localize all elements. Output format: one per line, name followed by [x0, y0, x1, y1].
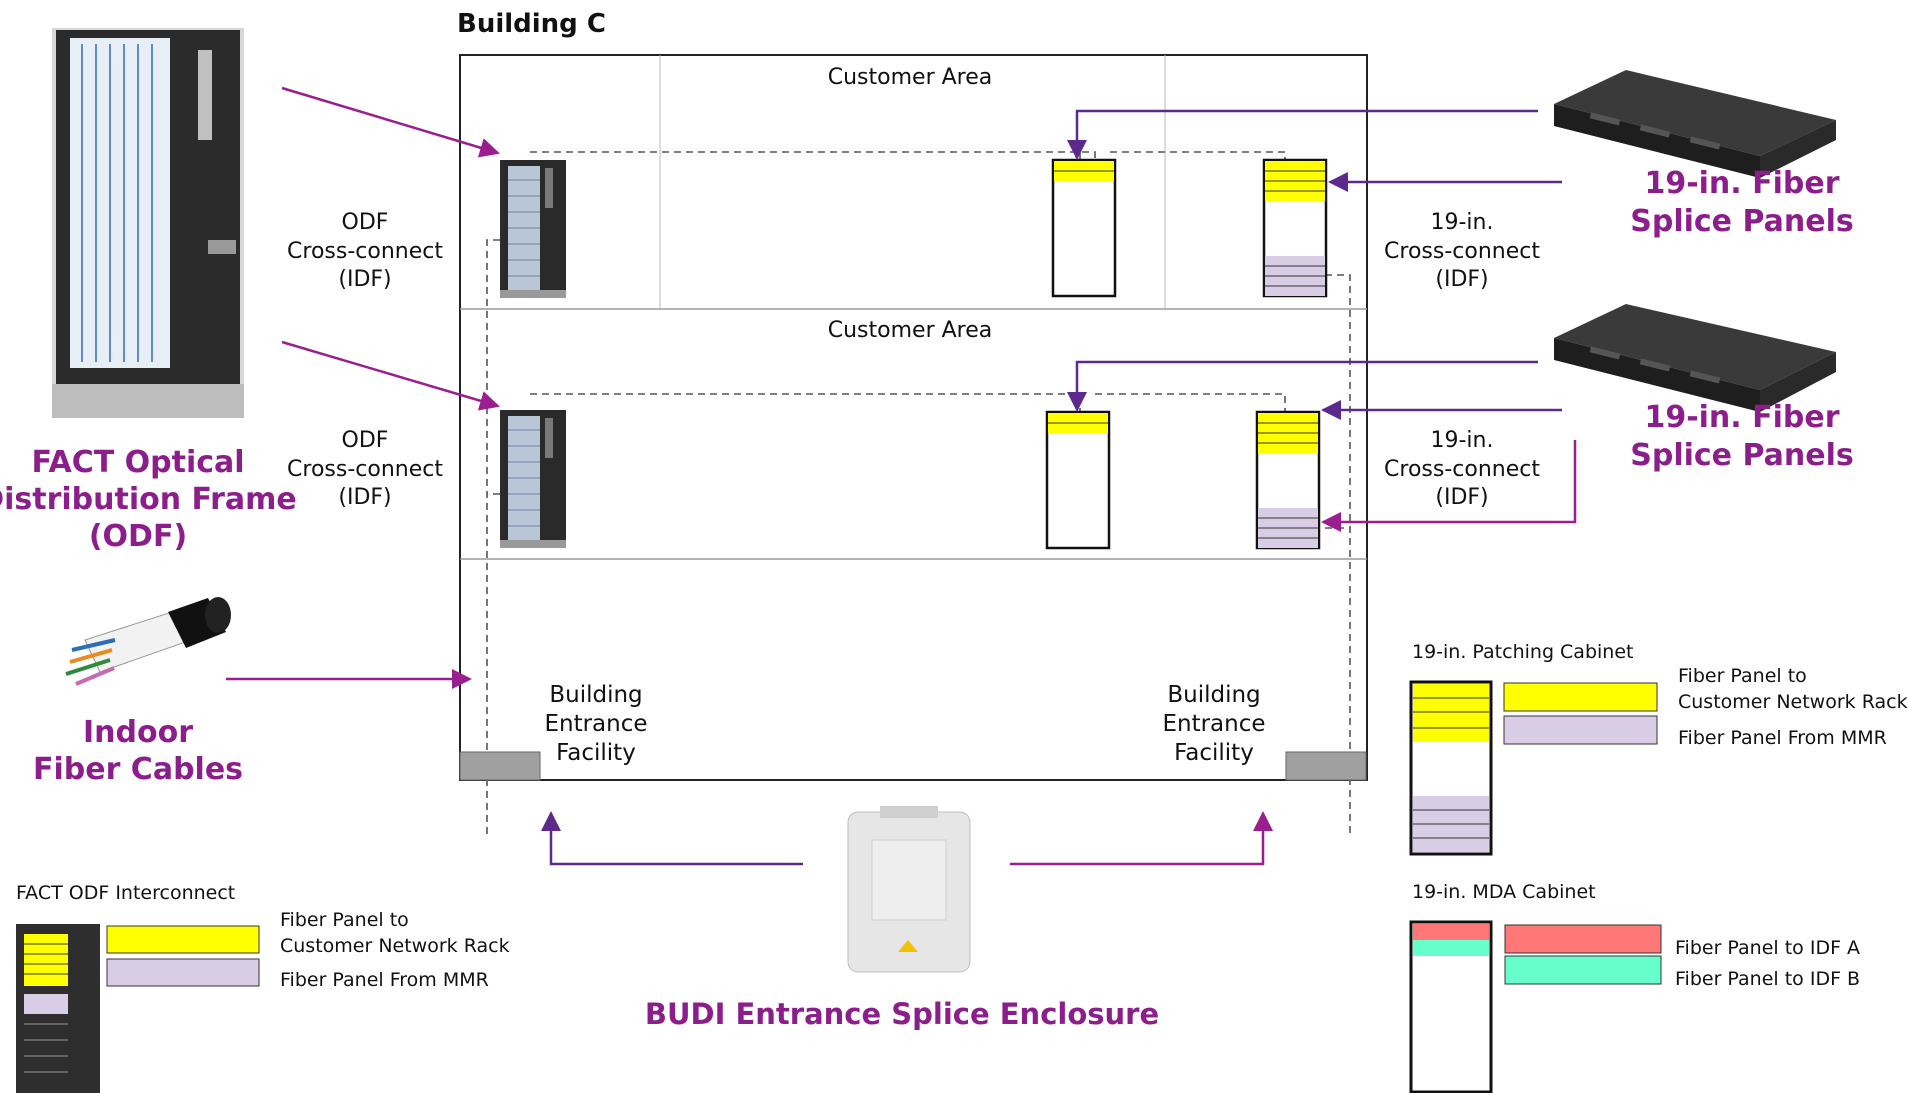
svg-text:ODF: ODF	[342, 210, 389, 235]
svg-text:Splice Panels: Splice Panels	[1630, 438, 1854, 473]
svg-text:ODF: ODF	[342, 428, 389, 453]
svg-text:Facility: Facility	[1174, 740, 1254, 766]
svg-text:(IDF): (IDF)	[338, 485, 391, 510]
svg-text:Fiber Panel From MMR: Fiber Panel From MMR	[280, 969, 489, 991]
svg-text:Fiber Panel From MMR: Fiber Panel From MMR	[1678, 727, 1887, 749]
svg-text:19-in. Fiber: 19-in. Fiber	[1644, 166, 1839, 201]
entrance-facility-right	[1285, 751, 1367, 781]
legend-swatch-lavender	[1503, 715, 1658, 745]
budi-enclosure-photo	[847, 806, 971, 973]
splice-panel-photo-1	[1554, 70, 1836, 178]
svg-text:FACT Optical: FACT Optical	[31, 445, 244, 480]
entrance-label-right: Building Entrance Facility	[1162, 682, 1265, 766]
splice-panels-callout-1: 19-in. Fiber Splice Panels	[1630, 166, 1854, 239]
cabinet-customer-floor2	[1045, 410, 1111, 550]
svg-text:Fiber Panel to: Fiber Panel to	[1678, 665, 1807, 687]
odf-label-floor1: ODF Cross-connect (IDF)	[287, 210, 443, 292]
customer-area-label: Customer Area	[828, 318, 992, 343]
svg-text:Splice Panels: Splice Panels	[1630, 204, 1854, 239]
svg-text:(IDF): (IDF)	[1435, 485, 1488, 510]
odf-rack-floor1	[500, 160, 566, 298]
customer-area-label: Customer Area	[828, 65, 992, 90]
splice-panels-callout-2: 19-in. Fiber Splice Panels	[1630, 400, 1854, 473]
svg-text:Facility: Facility	[556, 740, 636, 766]
svg-text:Distribution Frame: Distribution Frame	[0, 482, 297, 517]
svg-text:(IDF): (IDF)	[338, 267, 391, 292]
svg-text:Cross-connect: Cross-connect	[1384, 457, 1540, 482]
building-outline	[459, 54, 1368, 781]
fiber-cables-callout: Indoor Fiber Cables	[33, 715, 243, 787]
fiber-cable-icon	[65, 597, 231, 686]
legend-mda-title: 19-in. MDA Cabinet	[1412, 881, 1596, 903]
legend-swatch-teal	[1504, 955, 1662, 985]
legend-swatch-yellow	[1503, 682, 1658, 712]
legend-swatch-yellow	[106, 925, 260, 954]
svg-text:Cross-connect: Cross-connect	[1384, 239, 1540, 264]
legend-patching-cabinet-icon	[1409, 680, 1493, 856]
legend-odf-rack-icon	[16, 924, 100, 1093]
entrance-label-left: Building Entrance Facility	[544, 682, 647, 766]
svg-text:19-in.: 19-in.	[1431, 210, 1494, 235]
svg-text:19-in. Fiber: 19-in. Fiber	[1644, 400, 1839, 435]
svg-text:Fiber Panel to: Fiber Panel to	[280, 909, 409, 931]
legend-mda-text: Fiber Panel to IDF A Fiber Panel to IDF …	[1675, 937, 1860, 990]
svg-text:Entrance: Entrance	[544, 711, 647, 737]
odf-frame-photo	[52, 28, 244, 418]
svg-text:(IDF): (IDF)	[1435, 267, 1488, 292]
splice-panel-photo-2	[1554, 304, 1836, 412]
svg-text:Indoor: Indoor	[83, 715, 193, 750]
cabinet-idf-floor1	[1262, 158, 1328, 298]
legend-patching-text: Fiber Panel to Customer Network Rack Fib…	[1678, 665, 1908, 749]
entrance-facility-left	[459, 751, 541, 781]
svg-text:Building: Building	[1167, 682, 1260, 708]
svg-text:(ODF): (ODF)	[89, 519, 187, 554]
cabinet-idf-floor2	[1255, 410, 1321, 550]
legend-odf-title: FACT ODF Interconnect	[16, 882, 235, 904]
legend-swatch-lavender	[106, 958, 260, 987]
svg-text:Customer Network Rack: Customer Network Rack	[1678, 691, 1908, 713]
legend-swatch-red	[1504, 924, 1662, 954]
svg-text:Entrance: Entrance	[1162, 711, 1265, 737]
svg-text:Cross-connect: Cross-connect	[287, 239, 443, 264]
odf-rack-floor2	[500, 410, 566, 548]
legend-patching-title: 19-in. Patching Cabinet	[1412, 641, 1633, 663]
legend-odf-text: Fiber Panel to Customer Network Rack Fib…	[280, 909, 510, 991]
svg-text:19-in.: 19-in.	[1431, 428, 1494, 453]
building-title: Building C	[457, 9, 606, 39]
arrows	[226, 86, 1577, 866]
svg-text:Cross-connect: Cross-connect	[287, 457, 443, 482]
budi-enclosure-callout: BUDI Entrance Splice Enclosure	[645, 997, 1159, 1031]
svg-text:Fiber Panel to IDF B: Fiber Panel to IDF B	[1675, 968, 1860, 990]
legend-mda-cabinet-icon	[1409, 920, 1493, 1093]
svg-text:Fiber Panel to IDF A: Fiber Panel to IDF A	[1675, 937, 1860, 959]
svg-text:Customer Network Rack: Customer Network Rack	[280, 935, 510, 957]
odf-label-floor2: ODF Cross-connect (IDF)	[287, 428, 443, 510]
idf19-label-floor1: 19-in. Cross-connect (IDF)	[1384, 210, 1540, 292]
svg-text:Building: Building	[549, 682, 642, 708]
cabinet-customer-floor1	[1051, 158, 1117, 298]
svg-text:Fiber Cables: Fiber Cables	[33, 752, 243, 787]
idf19-label-floor2: 19-in. Cross-connect (IDF)	[1384, 428, 1540, 510]
odf-frame-callout: FACT Optical Distribution Frame (ODF)	[0, 445, 297, 554]
